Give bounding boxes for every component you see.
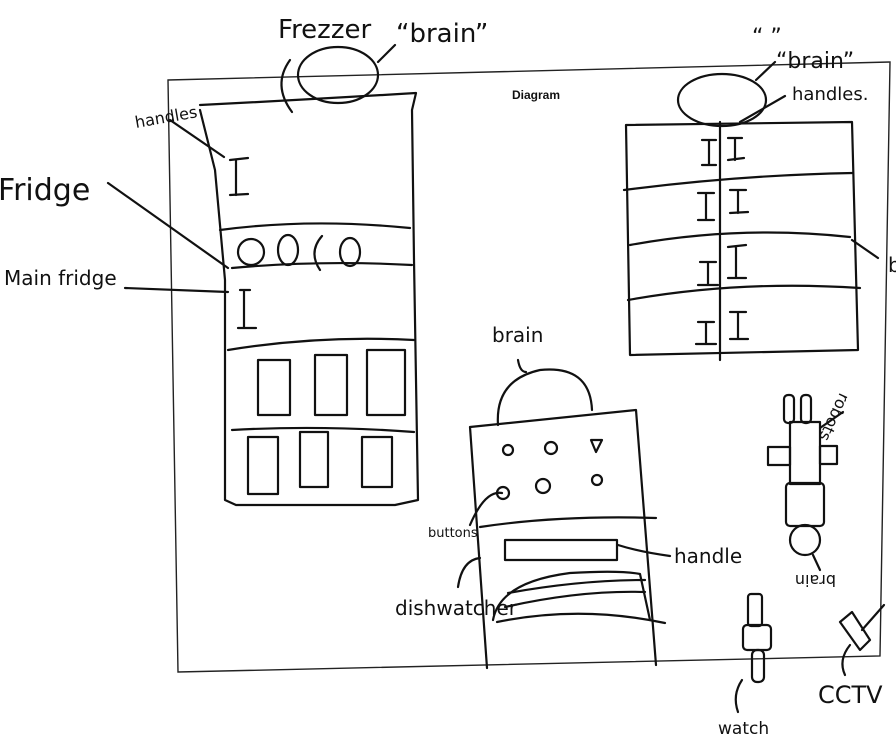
cctv-camera-icon [838,610,872,652]
leader-line [616,543,672,558]
label-cabinet-brain: “brain” [776,49,854,74]
cctv-mount [860,603,886,632]
dishwasher-rack-line [506,578,647,595]
leader-line [168,118,226,159]
cctv [838,603,886,677]
dishwasher-brain-icon [496,368,594,427]
watch-strap [746,592,764,628]
leader-line [468,491,504,527]
robot-brain-icon [788,523,822,557]
handle-icon [236,288,258,330]
label-freezer-brain: “brain” [396,19,488,49]
robot [766,393,845,572]
dishwasher-body [468,408,658,670]
apple-icon [236,237,266,267]
label-cctv: CCTV [818,681,883,709]
robot-head [784,481,826,528]
label-buttons: buttons [428,526,478,541]
fridge-divider [230,261,414,270]
cabinet-brain-icon [676,72,768,128]
door-item-spoons [313,353,349,417]
watch [734,592,773,714]
robot-leg [782,393,796,425]
label-handle: handle [674,544,742,568]
door-item-cookie [360,435,394,489]
robot-leg [799,393,813,425]
leader-line [123,286,230,294]
watch-face [741,623,773,652]
label-cabinet-quote: “ ” [752,25,782,50]
leader-line [841,643,852,677]
door-item-broccoli [256,358,292,417]
egg-icon [276,233,300,267]
label-cabinet-side: b [888,253,896,277]
fridge-brain-icon [296,45,380,105]
label-freezer: Frezzer [278,15,371,45]
robot-arm [766,445,792,467]
dishwasher-handle [503,538,619,562]
dishwasher-divider [478,516,658,529]
label-dishwasher-brain: brain [492,323,543,347]
leader-line [734,678,744,714]
diagram-title: Diagram [512,88,560,102]
leader-line [516,358,528,374]
dishwasher-rack [491,570,652,622]
door-item-fish [246,435,280,496]
banana-icon [313,234,324,272]
label-robot-brain: brain [795,571,836,590]
cabinet-shelf [626,284,862,302]
fridge-body [198,91,420,507]
dishwasher [456,358,672,670]
label-robots: robots [815,390,854,444]
label-handles: handles [133,102,198,132]
fridge-divider [230,426,416,434]
leader-line [811,553,822,572]
fridge-divider [218,222,412,232]
leader-line [818,410,845,430]
leader-line [456,556,482,589]
cabinet-shelf [628,231,852,247]
cabinet-body [624,120,860,357]
door-item-battery [298,430,330,489]
dishwasher-rack-line [503,590,647,609]
robot-body [788,420,822,486]
leader-line [850,238,880,260]
fridge [106,43,420,507]
leader-line [106,181,230,270]
cabinet-handles [694,136,750,346]
paper-frame [167,61,891,673]
leader-line [376,43,397,64]
label-cabinet-handles: handles. [792,84,868,105]
cabinet-shelf [622,171,855,192]
fridge-divider [226,337,416,352]
cabinet [622,60,880,362]
door-item-bottles [365,348,407,417]
watch-strap [750,648,766,684]
dishwasher-rack-line [495,612,667,625]
dishwasher-buttons [495,438,604,501]
label-main-fridge: Main fridge [4,266,117,290]
label-fridge: Fridge [0,173,90,208]
label-watch: watch [718,719,769,739]
robot-arm [818,444,839,466]
leader-line [754,60,777,82]
label-dishwasher: dishwatcher [395,596,518,620]
handle-icon [228,156,250,197]
bracket-mark [280,58,294,114]
leader-line [738,94,787,124]
pineapple-icon [338,236,362,268]
